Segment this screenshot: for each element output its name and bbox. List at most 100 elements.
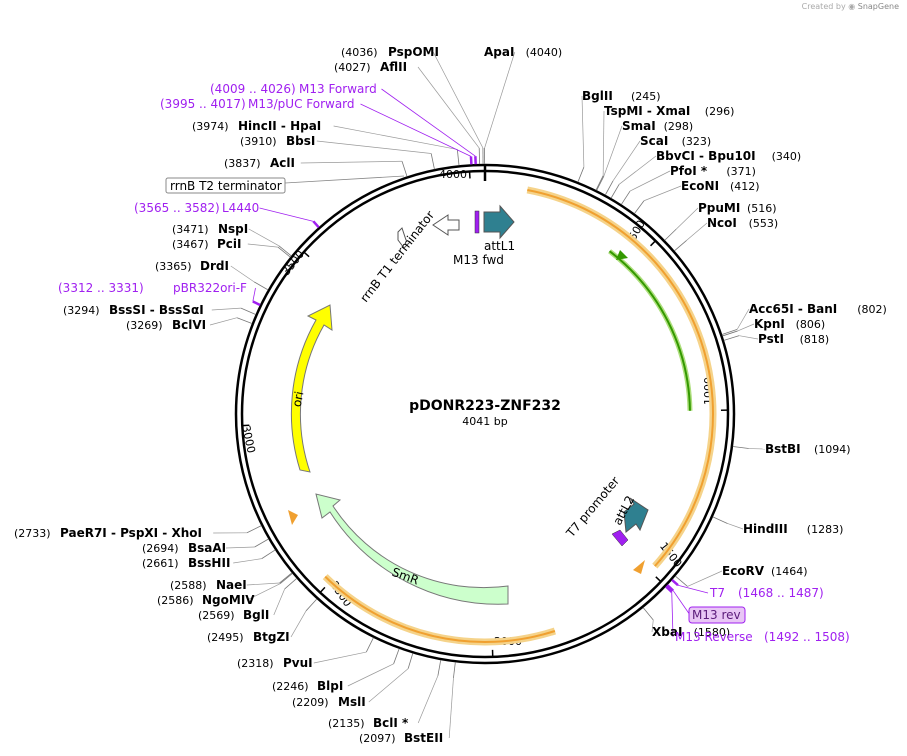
site-pos-ecorv: (1464) [771,565,808,578]
site-name-hindiii: HindIII [743,522,788,536]
site-pos-bsssi-bsss-i: (3294) [63,304,100,317]
site-name-ecorv: EcoRV [722,564,765,578]
site-leader-pfoi [621,190,631,205]
site-connector-bclvi [209,317,238,326]
t7-promoter-block [611,529,629,547]
site-name-xbai: XbaI [652,625,682,639]
site-name-btgzi: BtgZI [253,630,290,644]
site-pos-psti: (818) [800,333,830,346]
site-leader-pcii [277,246,291,258]
site-leader-ecorv [675,575,688,587]
site-connector-ngomiv [247,583,281,601]
primer-mark-t7 [671,578,679,587]
primer-name-m13-puc-forward: M13/pUC Forward [248,97,355,111]
site-connector-tspmi-xmai [602,110,605,176]
primer-mark-l4440 [312,220,320,229]
primer-mark-m13-reverse [665,585,673,593]
site-leader-bgli [284,578,297,590]
site-connector-kpni [737,323,755,332]
site-name-aflii: AflII [380,60,407,74]
site-leader-scai [604,180,614,196]
site-pos-bclvi: (3269) [126,319,163,332]
primer-pos-l4440: (3565 .. 3582) [134,201,220,215]
site-name-tspmi-xmai: TspMI - XmaI [604,104,690,118]
site-pos-pcii: (3467) [172,238,209,251]
site-name-acli: AclI [270,156,295,170]
attl1-arrow [483,204,515,240]
site-leader-btgzi [305,598,318,612]
site-leader-ngomiv [279,573,293,584]
attl2-arrow [623,497,649,533]
leader-group [209,51,766,739]
primer-pos-m13-forward: (4009 .. 4026) [210,82,296,96]
orange-arc-1 [527,188,714,567]
tick-label-3000: 3000 [239,424,258,454]
site-leader-bcli [437,659,442,676]
site-pos-acli: (3837) [224,157,261,170]
site-connector-apai [484,51,516,149]
smr-arrow [315,493,509,605]
site-name-bbsi: BbsI [286,134,315,148]
site-connector-bglii [581,95,585,168]
site-leader-hindiii [712,516,728,524]
site-name-nspi: NspI [218,222,248,236]
site-leader-bbsi [430,153,435,170]
site-connector-bsshii [233,558,262,564]
site-name-psti: PstI [758,332,784,346]
snapgene-logo-icon: ◉ [848,2,856,11]
site-name-hincii-hpai: HincII - HpaI [238,119,321,133]
site-pos-naei: (2588) [170,579,207,592]
site-name-pvui: PvuI [283,656,313,670]
site-name-bglii: BglII [582,89,613,103]
site-name-scai: ScaI [640,134,668,148]
site-leader-pvui [365,637,374,653]
site-pos-apai: (4040) [526,46,563,59]
site-connector-pcii [247,243,278,248]
primer-pos-m13-reverse: (1492 .. 1508) [764,630,850,644]
site-name-blpi: BlpI [317,679,343,693]
site-leader-acc65i-bani [721,328,738,335]
site-connector-pvui [313,651,367,664]
site-connector-hindiii [727,523,744,530]
site-pos-bbvci-bpu10i: (340) [772,150,802,163]
site-name-bsshii: BssHII [188,556,230,570]
site-connector-hincii-hpai [333,125,458,150]
tick-mark-500 [650,240,656,247]
site-name-bsteii: BstEII [404,731,443,745]
primer-connector-m13-rev [672,590,691,616]
site-leader-smai [596,175,605,191]
orange-arrowhead-2 [288,510,298,525]
site-pos-xbai: (1580) [694,626,731,639]
credit-brand: SnapGene [857,2,899,11]
site-pos-acc65i-bani: (802) [857,303,887,316]
site-leader-bsssi-bsss-i [240,307,256,315]
site-connector-bsaai [225,546,255,549]
site-connector-smai [603,125,623,177]
feature-label-rrnb-t1: rrnB T1 terminator [357,208,437,305]
site-connector-bsteii [448,678,454,739]
site-name-ppumi: PpuMI [698,201,740,215]
primer-pos-t7: (1468 .. 1487) [738,586,824,600]
site-name-kpni: KpnI [754,317,785,331]
site-connector-bbvci-bpu10i [618,155,657,185]
green-arrowhead [616,250,628,260]
site-name-ncoi: NcoI [707,216,737,230]
site-pos-hindiii: (1283) [807,523,844,536]
site-name-bgli: BglI [243,608,269,622]
primer-connector-pbr322ori-f [252,287,256,302]
site-name-drdi: DrdI [200,259,229,273]
primer-connector-t7 [677,584,709,594]
site-leader-kpni [722,330,738,337]
site-connector-msli [368,668,409,703]
site-pos-bcli: (2135) [328,717,365,730]
primer-pos-m13-puc-forward: (3995 .. 4017) [160,97,246,111]
site-name-apai: ApaI [484,45,514,59]
site-pos-scai: (323) [682,135,712,148]
site-connector-ppumi [676,207,699,230]
site-leader-msli [407,653,414,669]
primer-name-pbr322ori-f: pBR322ori-F [173,281,247,295]
m13-fwd-block [474,210,480,234]
tick-mark-1500 [655,576,662,583]
primer-connector-m13-reverse [671,592,674,638]
feature-label-t7-promoter: T7 promoter [563,474,622,541]
